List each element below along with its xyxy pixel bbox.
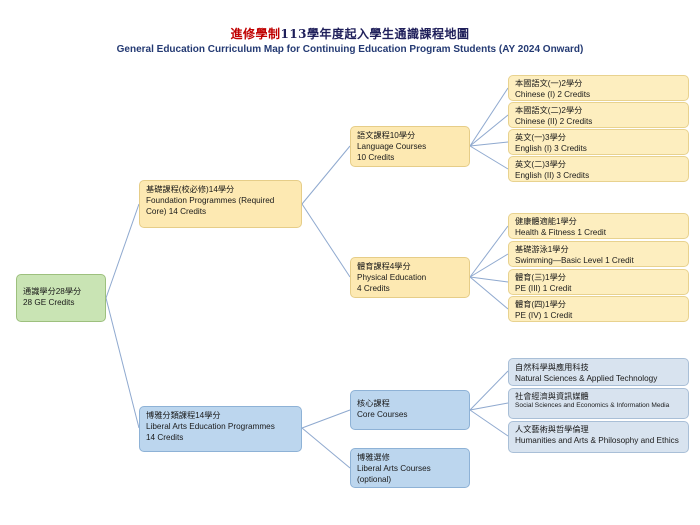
leaf-english-2: 英文(二)3學分 English (II) 3 Credits — [508, 156, 689, 182]
leaf-social-zh: 社會經濟與資訊媒體 — [515, 392, 589, 401]
connector-core-humanities — [469, 409, 509, 437]
node-foundation: 基礎課程(校必修)14學分 Foundation Programmes (Req… — [139, 180, 302, 228]
node-elective-en: Liberal Arts Courses — [357, 464, 431, 473]
leaf-health-fitness: 健康體適能1學分 Health & Fitness 1 Credit — [508, 213, 689, 239]
node-elective-zh: 博雅選修 — [357, 453, 390, 462]
connector-core-social — [469, 402, 509, 411]
leaf-chinese-2: 本國語文(二)2學分 Chinese (II) 2 Credits — [508, 102, 689, 128]
title-red-part: 進修學制 — [230, 27, 281, 41]
connector-pe-health — [469, 225, 509, 278]
leaf-natural-en: Natural Sciences & Applied Technology — [515, 374, 658, 383]
chart-title-zh: 進修學制113學年度起入學生通識課程地圖 — [0, 25, 700, 42]
node-physical-education: 體育課程4學分 Physical Education 4 Credits — [350, 257, 470, 298]
node-ge-total-zh: 通識學分28學分 — [23, 287, 82, 296]
node-elective-note: (optional) — [357, 475, 392, 484]
leaf-english-1-en: English (I) 3 Credits — [515, 144, 587, 153]
connector-liberal-elective — [301, 427, 351, 469]
connector-language-english2 — [469, 145, 509, 170]
leaf-chinese-1-zh: 本國語文(一)2學分 — [515, 79, 583, 88]
leaf-health-fitness-zh: 健康體適能1學分 — [515, 217, 577, 226]
node-liberal-arts: 博雅分類課程14學分 Liberal Arts Education Progra… — [139, 406, 302, 452]
node-pe-credits: 4 Credits — [357, 284, 390, 293]
leaf-pe-4: 體育(四)1學分 PE (IV) 1 Credit — [508, 296, 689, 322]
leaf-health-fitness-en: Health & Fitness 1 Credit — [515, 228, 607, 237]
connector-language-english1 — [469, 141, 509, 147]
leaf-english-1-zh: 英文(一)3學分 — [515, 133, 566, 142]
leaf-humanities: 人文藝術與哲學倫理 Humanities and Arts & Philosop… — [508, 421, 689, 453]
leaf-social-sciences: 社會經濟與資訊媒體 Social Sciences and Economics … — [508, 388, 689, 419]
node-liberal-en: Liberal Arts Education Programmes — [146, 422, 275, 431]
node-language-en: Language Courses — [357, 142, 427, 151]
leaf-english-2-zh: 英文(二)3學分 — [515, 160, 566, 169]
leaf-chinese-2-en: Chinese (II) 2 Credits — [515, 117, 593, 126]
node-core-en: Core Courses — [357, 410, 408, 419]
node-core-zh: 核心課程 — [357, 399, 390, 408]
node-language-zh: 語文課程10學分 — [357, 131, 416, 140]
node-liberal-elective: 博雅選修 Liberal Arts Courses (optional) — [350, 448, 470, 488]
leaf-english-1: 英文(一)3學分 English (I) 3 Credits — [508, 129, 689, 155]
leaf-chinese-2-zh: 本國語文(二)2學分 — [515, 106, 583, 115]
node-foundation-en: Foundation Programmes (Required Core) 14… — [146, 196, 275, 216]
connector-root-foundation — [105, 203, 140, 299]
connector-pe-swimming — [469, 253, 509, 278]
leaf-swimming-zh: 基礎游泳1學分 — [515, 245, 569, 254]
leaf-swimming: 基礎游泳1學分 Swimming—Basic Level 1 Credit — [508, 241, 689, 267]
leaf-pe-4-en: PE (IV) 1 Credit — [515, 311, 573, 320]
node-core-courses: 核心課程 Core Courses — [350, 390, 470, 430]
leaf-swimming-en: Swimming—Basic Level 1 Credit — [515, 256, 634, 265]
leaf-humanities-zh: 人文藝術與哲學倫理 — [515, 425, 589, 434]
leaf-pe-3: 體育(三)1學分 PE (III) 1 Credit — [508, 269, 689, 295]
leaf-natural-zh: 自然科學與應用科技 — [515, 363, 589, 372]
leaf-english-2-en: English (II) 3 Credits — [515, 171, 590, 180]
node-language: 語文課程10學分 Language Courses 10 Credits — [350, 126, 470, 167]
connector-foundation-language — [301, 145, 351, 205]
connector-core-natural — [469, 370, 509, 411]
node-liberal-credits: 14 Credits — [146, 433, 184, 442]
chart-title-en: General Education Curriculum Map for Con… — [116, 44, 584, 55]
node-language-credits: 10 Credits — [357, 153, 395, 162]
node-pe-en: Physical Education — [357, 273, 427, 282]
node-foundation-zh: 基礎課程(校必修)14學分 — [146, 185, 235, 194]
connector-pe-pe3 — [469, 276, 509, 283]
connector-root-liberal — [105, 297, 140, 429]
node-liberal-zh: 博雅分類課程14學分 — [146, 411, 221, 420]
leaf-natural-sciences: 自然科學與應用科技 Natural Sciences & Applied Tec… — [508, 358, 689, 386]
connector-language-chinese1 — [469, 87, 509, 147]
node-ge-total: 通識學分28學分 28 GE Credits — [16, 274, 106, 322]
title-rest-part: 113學年度起入學生通識課程地圖 — [280, 27, 470, 41]
leaf-chinese-1-en: Chinese (I) 2 Credits — [515, 90, 591, 99]
node-pe-zh: 體育課程4學分 — [357, 262, 411, 271]
connector-pe-pe4 — [469, 276, 509, 310]
connector-foundation-pe — [301, 203, 351, 278]
connector-language-chinese2 — [469, 114, 509, 147]
leaf-chinese-1: 本國語文(一)2學分 Chinese (I) 2 Credits — [508, 75, 689, 101]
leaf-pe-3-zh: 體育(三)1學分 — [515, 273, 566, 282]
leaf-humanities-en: Humanities and Arts & Philosophy and Eth… — [515, 436, 679, 445]
leaf-pe-4-zh: 體育(四)1學分 — [515, 300, 566, 309]
leaf-pe-3-en: PE (III) 1 Credit — [515, 284, 572, 293]
leaf-social-en: Social Sciences and Economics & Informat… — [515, 402, 670, 409]
connector-liberal-core — [301, 409, 351, 429]
node-ge-total-en: 28 GE Credits — [23, 298, 75, 307]
